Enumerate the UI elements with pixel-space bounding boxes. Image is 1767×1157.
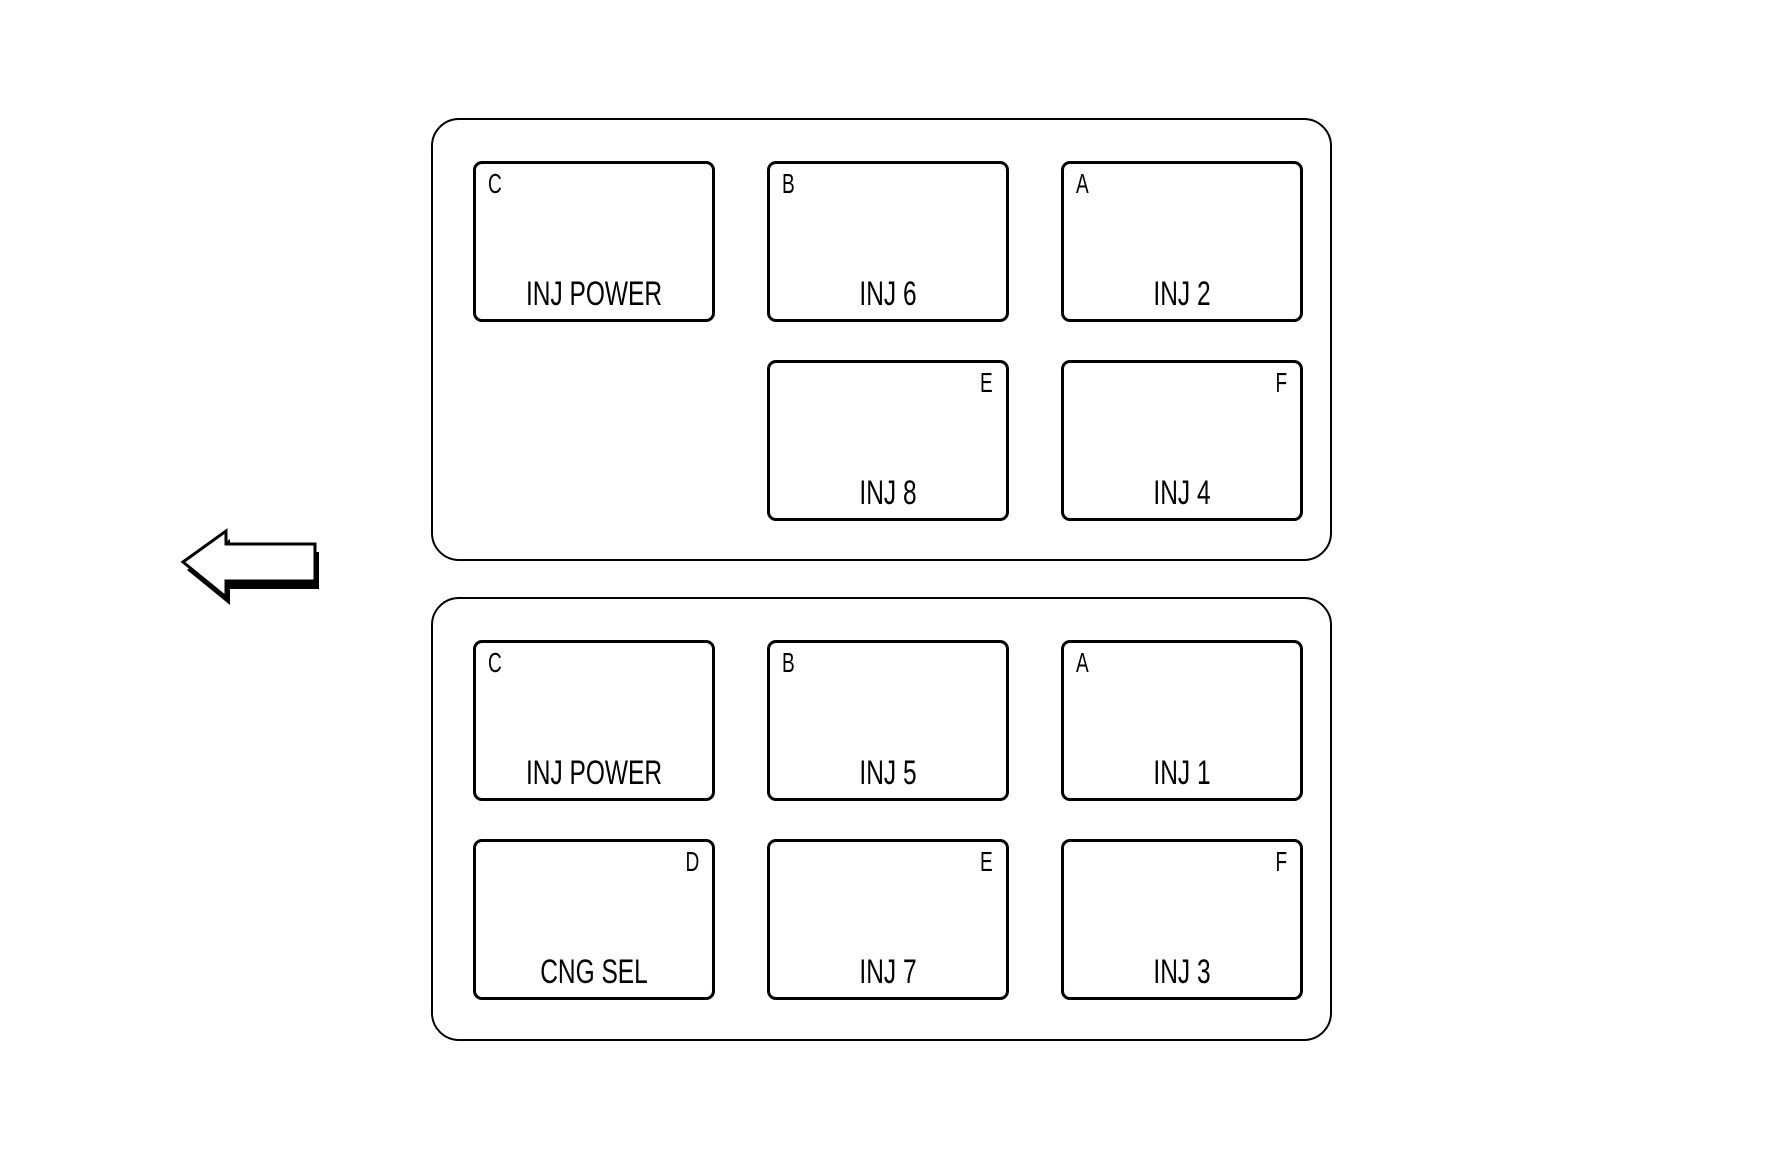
cavity-inj-8: E INJ 8: [767, 360, 1009, 521]
cavity-label: INJ 1: [1153, 754, 1211, 792]
cavity-label: INJ 4: [1153, 474, 1211, 512]
cavity-letter: F: [1275, 367, 1287, 398]
cavity-inj-4: F INJ 4: [1061, 360, 1303, 521]
bottom-connector-panel: C INJ POWER B INJ 5 A INJ 1 D CNG SEL E …: [431, 597, 1332, 1041]
cavity-inj-power-top: C INJ POWER: [473, 161, 715, 322]
cavity-letter: D: [685, 846, 699, 877]
cavity-inj-3: F INJ 3: [1061, 839, 1303, 1000]
cavity-label: INJ 3: [1153, 953, 1211, 991]
cavity-letter: B: [782, 647, 795, 678]
cavity-letter: A: [1076, 647, 1089, 678]
cavity-letter: F: [1275, 846, 1287, 877]
arrow-body: [180, 528, 317, 601]
cavity-label: INJ 6: [859, 275, 917, 313]
cavity-label: INJ 2: [1153, 275, 1211, 313]
cavity-letter: E: [980, 367, 993, 398]
cavity-inj-2: A INJ 2: [1061, 161, 1303, 322]
cavity-label: INJ 5: [859, 754, 917, 792]
cavity-letter: C: [488, 168, 502, 199]
cavity-letter: C: [488, 647, 502, 678]
cavity-label: INJ POWER: [525, 754, 663, 792]
top-connector-panel: C INJ POWER B INJ 6 A INJ 2 E INJ 8 F IN…: [431, 118, 1332, 561]
cavity-letter: E: [980, 846, 993, 877]
cavity-inj-1: A INJ 1: [1061, 640, 1303, 801]
left-arrow-icon: [180, 528, 319, 605]
cavity-label: INJ 7: [859, 953, 917, 991]
cavity-inj-7: E INJ 7: [767, 839, 1009, 1000]
cavity-letter: A: [1076, 168, 1089, 199]
cavity-letter: B: [782, 168, 795, 199]
cavity-label: INJ POWER: [525, 275, 663, 313]
cavity-inj-5: B INJ 5: [767, 640, 1009, 801]
cavity-inj-6: B INJ 6: [767, 161, 1009, 322]
cavity-label: INJ 8: [859, 474, 917, 512]
cavity-cng-sel: D CNG SEL: [473, 839, 715, 1000]
cavity-inj-power-bottom: C INJ POWER: [473, 640, 715, 801]
cavity-label: CNG SEL: [540, 953, 648, 991]
